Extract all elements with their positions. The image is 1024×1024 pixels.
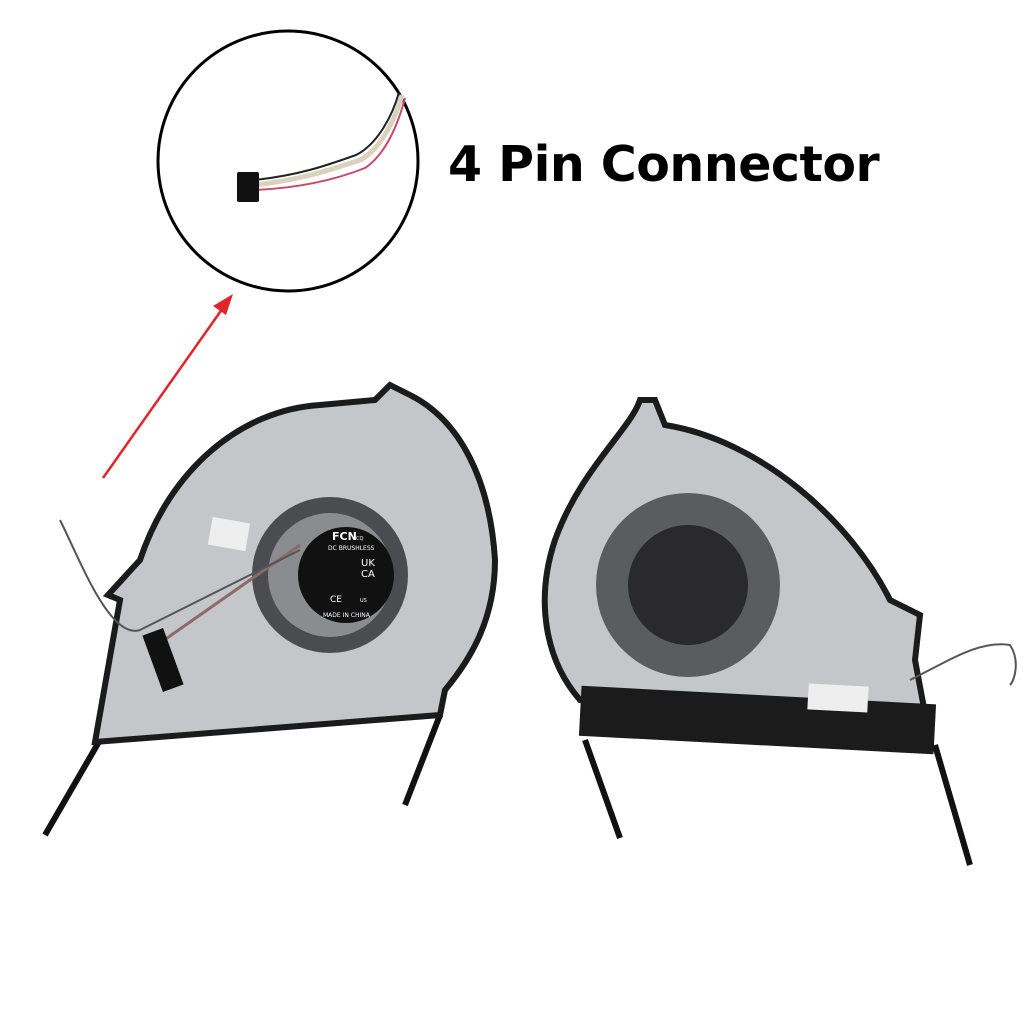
label-origin: MADE IN CHINA: [323, 612, 371, 619]
label-brand-suffix: CQ: [356, 536, 363, 542]
callout-title: 4 Pin Connector: [448, 136, 880, 193]
label-type: DC BRUSHLESS: [328, 545, 375, 552]
fan-back-view: FCN CQ DC BRUSHLESS UKCA CE US MADE IN C…: [42, 381, 499, 837]
connector-inset: [156, 29, 420, 293]
label-ul: US: [360, 598, 367, 604]
connector-plug-icon: [237, 172, 259, 202]
label-ce: CE: [330, 595, 342, 605]
callout-arrow: [101, 294, 233, 479]
fan-label: FCN CQ DC BRUSHLESS UKCA CE US MADE IN C…: [298, 527, 394, 623]
label-brand: FCN: [332, 530, 357, 543]
fan-front-view: [541, 397, 1017, 866]
label-ukca: UKCA: [361, 558, 375, 580]
label-ukca-box: UKCA: [361, 558, 375, 580]
